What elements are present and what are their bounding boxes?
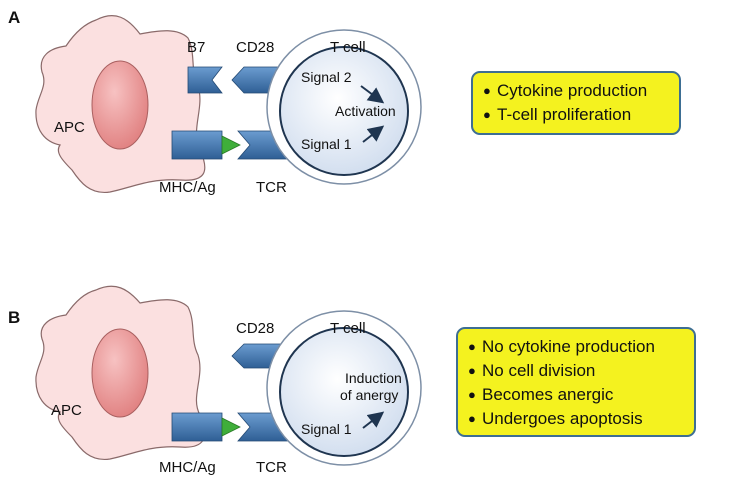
mhc-label: MHC/Ag [159, 179, 216, 196]
outcome-item: ●No cell division [468, 361, 596, 380]
b7-label: B7 [187, 39, 206, 56]
apc-nucleus [91, 60, 149, 150]
induction-line2: of anergy [340, 387, 399, 403]
mhc-receptor [171, 412, 223, 442]
apc-label: APC [54, 119, 85, 136]
tcell-inner [279, 46, 409, 176]
panel-b-letter: B [8, 308, 21, 327]
cd28-label: CD28 [236, 320, 275, 337]
panel-b: B APC CD28 T cell MHC/Ag TCR Induction o… [0, 245, 738, 490]
b7-receptor [187, 66, 223, 94]
mhc-label: MHC/Ag [159, 459, 216, 476]
signal1-arrow [362, 125, 385, 143]
outcome-box-a: ●Cytokine production ●T-cell proliferati… [471, 71, 681, 135]
panel-a-letter: A [8, 8, 21, 27]
signal2-arrow [360, 85, 385, 104]
outcome-item: ●Becomes anergic [468, 385, 614, 404]
tcr-label: TCR [256, 179, 287, 196]
signal1-arrow [362, 411, 385, 429]
mhc-receptor [171, 130, 223, 160]
outcome-item: ●No cytokine production [468, 337, 655, 356]
cd28-label: CD28 [236, 39, 275, 56]
outcome-item: ●T-cell proliferation [483, 105, 632, 124]
antigen [221, 417, 241, 437]
panel-a-diagram [35, 15, 422, 194]
signal1-label: Signal 1 [301, 421, 352, 437]
outcome-item: ●Cytokine production [483, 81, 648, 100]
induction-line1: Induction [345, 370, 402, 386]
signal2-label: Signal 2 [301, 69, 352, 85]
activation-label: Activation [335, 103, 396, 119]
panel-a: A APC B7 CD28 T cell MHC/Ag TCR Signal 2… [8, 8, 681, 196]
apc-label: APC [51, 402, 82, 419]
outcome-box-b: ●No cytokine production ●No cell divisio… [456, 327, 696, 437]
tcr-label: TCR [256, 459, 287, 476]
antigen [221, 135, 241, 155]
outcome-item: ●Undergoes apoptosis [468, 409, 643, 428]
apc-nucleus [91, 328, 149, 418]
tcell-label: T cell [330, 320, 366, 337]
signal1-label: Signal 1 [301, 136, 352, 152]
panel-b-diagram [35, 285, 422, 466]
tcell-label: T cell [330, 39, 366, 56]
